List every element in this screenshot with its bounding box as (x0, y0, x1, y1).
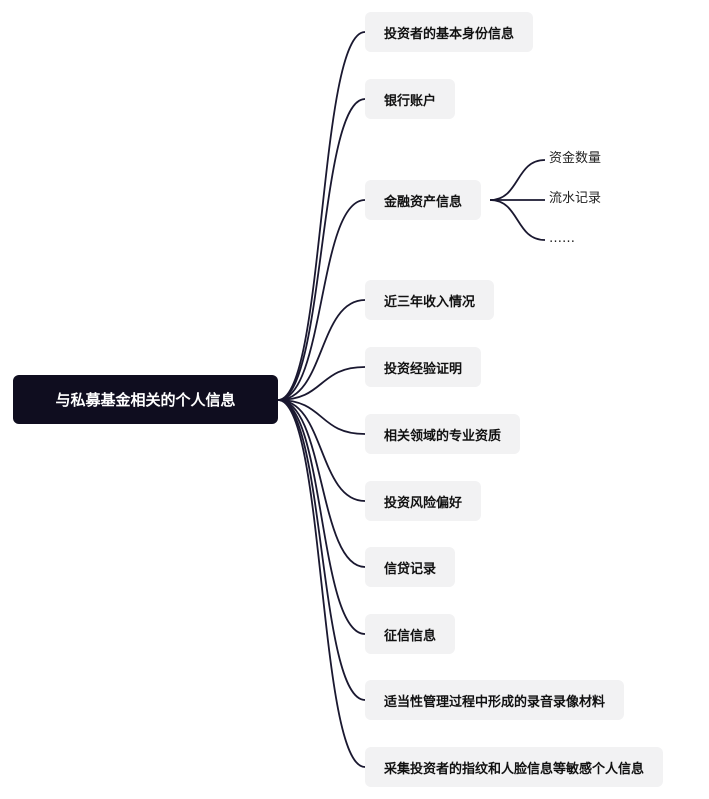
branch-node[interactable]: 金融资产信息 (365, 180, 482, 220)
root-node[interactable]: 与私募基金相关的个人信息 (13, 375, 278, 424)
branch-connector (277, 366, 366, 401)
branch-label: 采集投资者的指纹和人脸信息等敏感个人信息 (384, 761, 645, 777)
branch-node[interactable]: 适当性管理过程中形成的录音录像材料 (365, 680, 625, 720)
branch-connector (277, 399, 366, 701)
branch-connector (277, 31, 366, 401)
branch-connector (277, 199, 366, 401)
branch-connector (277, 399, 366, 502)
branch-label: 信贷记录 (384, 561, 437, 577)
branch-node[interactable]: 近三年收入情况 (365, 280, 495, 320)
branch-node[interactable]: 采集投资者的指纹和人脸信息等敏感个人信息 (365, 747, 664, 787)
branch-connector (277, 399, 366, 768)
branch-label: 投资者的基本身份信息 (384, 26, 515, 42)
branch-connector (277, 299, 366, 401)
branch-node[interactable]: 信贷记录 (365, 547, 456, 587)
sub-connector (489, 159, 546, 201)
branch-node[interactable]: 征信信息 (365, 614, 456, 654)
branch-connector (277, 98, 366, 401)
leaf-node[interactable]: 流水记录 (549, 191, 602, 206)
branch-label: 银行账户 (384, 93, 437, 109)
branch-label: 投资风险偏好 (384, 495, 463, 511)
leaf-node[interactable]: 资金数量 (549, 151, 602, 166)
branch-node[interactable]: 银行账户 (365, 79, 456, 119)
branch-label: 投资经验证明 (384, 361, 463, 377)
leaf-node[interactable]: …… (549, 231, 575, 246)
sub-connector (489, 199, 546, 241)
branch-connector (277, 399, 366, 435)
root-label: 与私募基金相关的个人信息 (55, 391, 236, 409)
branch-node[interactable]: 投资者的基本身份信息 (365, 12, 534, 52)
branch-label: 征信信息 (384, 628, 437, 644)
branch-node[interactable]: 投资经验证明 (365, 347, 482, 387)
branch-label: 相关领域的专业资质 (384, 428, 502, 444)
branch-label: 金融资产信息 (384, 194, 463, 210)
branch-node[interactable]: 投资风险偏好 (365, 481, 482, 521)
branch-node[interactable]: 相关领域的专业资质 (365, 414, 521, 454)
branch-connector (277, 399, 366, 635)
branch-label: 适当性管理过程中形成的录音录像材料 (384, 694, 606, 710)
branch-connector (277, 399, 366, 568)
branch-label: 近三年收入情况 (384, 294, 476, 310)
